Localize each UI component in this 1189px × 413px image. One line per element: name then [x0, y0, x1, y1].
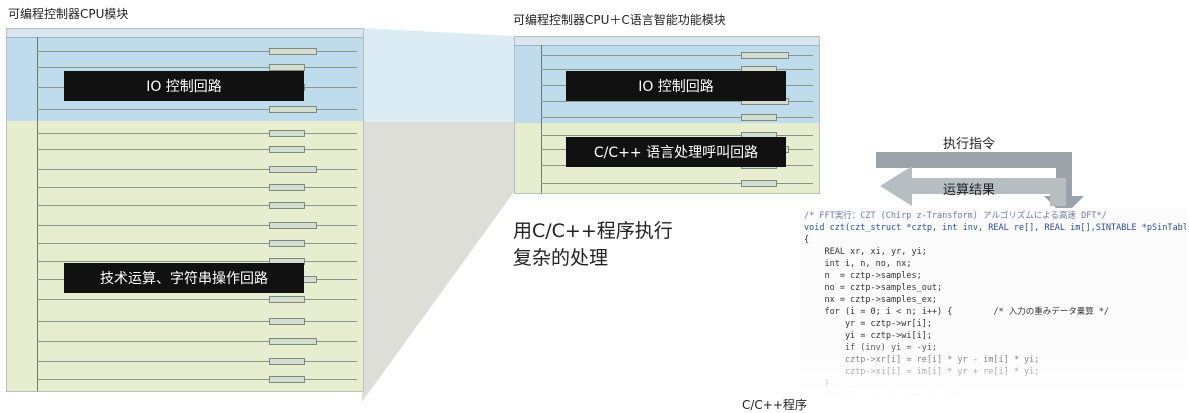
ladder-coil: [269, 130, 305, 137]
ladder-rung: [541, 117, 813, 118]
right-caption: 可编程控制器CPU＋C语言智能功能模块: [513, 13, 726, 27]
ladder-rung: [37, 187, 357, 188]
code-line: no = cztp->samples_out;: [804, 283, 943, 293]
ladder-coil: [741, 114, 777, 121]
ladder-rung: [37, 149, 357, 150]
code-caption: C/C++程序: [742, 398, 807, 412]
ladder-rung: [37, 109, 357, 110]
ladder-coil: [269, 146, 305, 153]
code-line: /* FFT実行：CZT (Chirp z-Transform) アルゴリズムに…: [804, 211, 1107, 221]
ladder-coil: [269, 240, 305, 247]
description: 用C/C++程序执行 复杂的处理: [513, 218, 673, 272]
ladder-coil: [269, 184, 305, 191]
left-tech-label: 技术运算、字符串操作回路: [64, 263, 304, 293]
right-io-label: IO 控制回路: [566, 71, 786, 101]
ladder-rung: [37, 133, 357, 134]
ladder-rung: [37, 321, 357, 322]
ladder-rung: [37, 205, 357, 206]
code-line: yr = cztp->wr[i];: [804, 319, 932, 329]
ladder-rung: [37, 341, 357, 342]
left-power-rail: [37, 37, 38, 391]
right-power-rail: [541, 45, 542, 193]
ladder-rung: [541, 55, 813, 56]
ladder-coil: [269, 296, 305, 303]
execute-arrow: [876, 152, 1084, 216]
ladder-rung: [37, 379, 357, 380]
ladder-rung: [37, 361, 357, 362]
result-arrow: [880, 166, 1066, 206]
ladder-coil: [741, 52, 789, 59]
execute-label: 执行指令: [943, 137, 996, 152]
ladder-rung: [37, 261, 357, 262]
blue-connector-band: [362, 28, 514, 122]
ladder-coil: [269, 106, 317, 113]
ladder-coil: [269, 202, 305, 209]
ladder-coil: [269, 48, 317, 55]
code-line: REAL xr, xi, yr, yi;: [804, 247, 927, 257]
ladder-rung: [37, 299, 357, 300]
right-call-label: C/C++ 语言处理呼叫回路: [566, 137, 786, 167]
ladder-coil: [269, 222, 317, 229]
right-ladder-panel: [514, 36, 820, 194]
ladder-rung: [37, 67, 357, 68]
code-line: {: [804, 235, 810, 245]
ladder-coil: [269, 376, 305, 383]
code-panel: /* FFT実行：CZT (Chirp z-Transform) アルゴリズムに…: [800, 208, 1186, 396]
description-line-1: 用C/C++程序执行: [513, 220, 673, 242]
description-line-2: 复杂的处理: [513, 247, 609, 269]
ladder-rung: [541, 69, 813, 70]
ladder-ruler: [7, 29, 363, 38]
ladder-rung: [37, 243, 357, 244]
ladder-rung: [541, 101, 813, 102]
code-line: nx = cztp->samples_ex;: [804, 295, 938, 305]
left-io-label: IO 控制回路: [64, 71, 304, 101]
ladder-coil: [269, 338, 317, 345]
ladder-rung: [541, 135, 813, 136]
code-line: for (i = 0; i < n; i++) { /* 入力の重みデータ乗算 …: [804, 307, 1110, 317]
code-line: int i, n, no, nx;: [804, 259, 912, 269]
code-line: n = cztp->samples;: [804, 271, 922, 281]
code-line: void czt(czt_struct *cztp, int inv, REAL…: [804, 223, 1186, 233]
gray-connector-band: [362, 122, 514, 402]
ladder-coil: [269, 318, 305, 325]
ladder-coil: [741, 180, 777, 187]
ladder-coil: [269, 166, 317, 173]
ladder-rung: [37, 225, 357, 226]
ladder-rung: [541, 183, 813, 184]
ladder-coil: [269, 358, 305, 365]
left-caption: 可编程控制器CPU模块: [8, 7, 129, 21]
tech-zone: [7, 121, 363, 391]
ladder-rung: [37, 51, 357, 52]
ladder-rung: [37, 169, 357, 170]
result-label: 运算结果: [943, 183, 996, 198]
right-ladder-ruler: [515, 37, 819, 46]
exchange-arrows: [876, 152, 1084, 216]
ladder-coil: [269, 64, 305, 71]
code-fade: [800, 336, 1186, 396]
